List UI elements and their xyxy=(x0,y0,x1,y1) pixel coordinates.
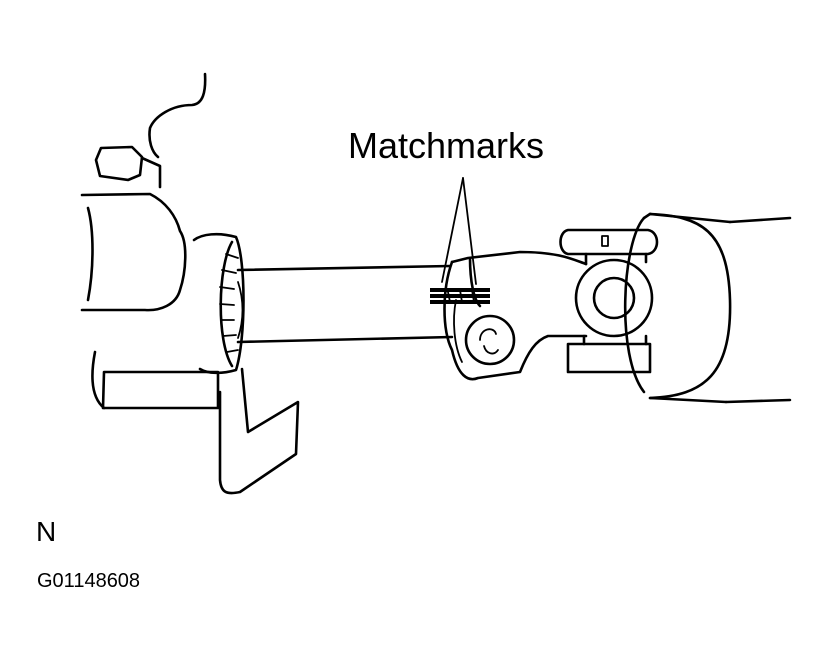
figure-id: G01148608 xyxy=(37,570,141,592)
matchmark-stripes xyxy=(430,288,490,304)
propeller-shaft-tube xyxy=(623,212,792,404)
spider-bearing xyxy=(559,228,659,374)
universal-joint-yoke xyxy=(443,250,588,381)
transfer-case-housing xyxy=(80,72,300,495)
callout-leader-lines xyxy=(441,177,477,285)
figure-letter: N xyxy=(36,516,57,547)
output-flange xyxy=(192,232,245,375)
matchmarks-callout-label: Matchmarks xyxy=(348,125,545,166)
slip-yoke-shaft xyxy=(236,264,454,344)
